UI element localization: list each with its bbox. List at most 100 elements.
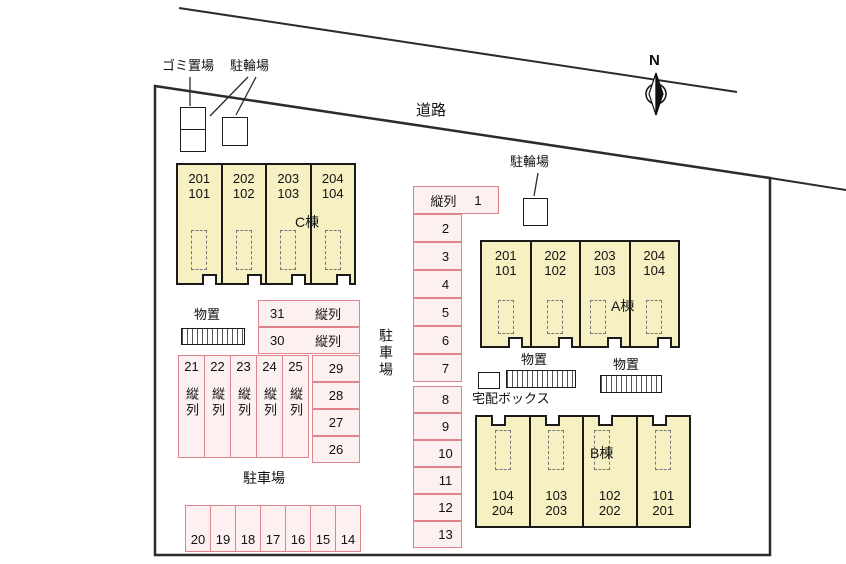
space-number: 30 (270, 333, 285, 348)
bicycle-pointer-line-2 (235, 76, 257, 116)
storage-mid-label: 物置 (521, 352, 548, 367)
stairwell-outline (655, 430, 672, 470)
space-number: 31 (270, 306, 285, 321)
entrance-notch (656, 337, 672, 348)
unit-upper: 101 (652, 488, 675, 503)
building-c-name: C棟 (295, 214, 320, 230)
storage-shed-right (600, 375, 662, 393)
delivery-box-label: 宅配ボックス (472, 391, 550, 406)
parking-space-9: 9 (413, 413, 462, 440)
entrance-notch (491, 415, 506, 426)
stairwell-outline (589, 300, 606, 334)
garbage-box (180, 107, 206, 152)
parking-space-4: 4 (413, 270, 462, 298)
bicycle-a-pointer-line (533, 172, 539, 197)
unit-upper: 204 (321, 171, 344, 186)
stairwell-outline (280, 230, 297, 270)
unit-lower: 103 (593, 263, 616, 278)
unit-lower: 203 (545, 503, 568, 518)
tandem-label: 縦列 (210, 387, 225, 419)
entrance-notch (202, 274, 217, 285)
road-label: 道路 (416, 102, 447, 119)
entrance-notch (291, 274, 306, 285)
parking-space-15: 15 (310, 505, 336, 552)
north-label: N (649, 52, 660, 69)
storage-left-label: 物置 (194, 307, 221, 322)
parking-space-7: 7 (413, 354, 462, 382)
tandem-label: 縦列 (314, 334, 341, 349)
tandem-label: 縦列 (184, 387, 199, 419)
garbage-area-label: ゴミ置場 (162, 58, 215, 73)
bicycle-rack-box-a (523, 198, 548, 226)
unit-lower: 201 (652, 503, 675, 518)
bicycle-pointer-line-1 (209, 76, 249, 117)
parking-space-26: 26 (312, 436, 360, 463)
space-number: 24 (262, 359, 277, 374)
tandem-label: 縦列 (430, 193, 457, 209)
entrance-notch (607, 337, 622, 348)
stairwell-outline (548, 430, 565, 470)
entrance-notch (557, 337, 573, 348)
parking-space-14: 14 (335, 505, 361, 552)
stairwell-outline (324, 230, 341, 270)
unit-upper: 204 (643, 248, 666, 263)
unit-lower: 104 (643, 263, 666, 278)
stairwell-outline (646, 300, 663, 334)
parking-space-10: 10 (413, 440, 462, 467)
space-number: 21 (184, 359, 199, 374)
parking-lot-side-label: 駐車場 (378, 328, 394, 379)
stairwell-outline (235, 230, 252, 270)
road-edge-upper (178, 7, 738, 93)
parking-space-2: 2 (413, 214, 462, 242)
parking-space-21: 21 縦列 (178, 355, 205, 458)
parking-space-22: 22 縦列 (204, 355, 231, 458)
stairwell-outline (497, 300, 514, 334)
entrance-notch (508, 337, 523, 348)
unit-upper: 102 (598, 488, 621, 503)
parking-space-27: 27 (312, 409, 360, 436)
entrance-notch (651, 415, 667, 426)
stairwell-outline (547, 300, 564, 334)
unit-upper: 104 (491, 488, 514, 503)
tandem-label: 縦列 (288, 387, 303, 419)
parking-space-5: 5 (413, 298, 462, 326)
parking-space-11: 11 (413, 467, 462, 494)
tandem-label: 縦列 (236, 387, 251, 419)
space-number: 22 (210, 359, 225, 374)
parking-space-8: 8 (413, 386, 462, 413)
road-edge-lower (769, 177, 846, 191)
unit-upper: 202 (232, 171, 255, 186)
unit-upper: 202 (544, 248, 567, 263)
parking-lot-bottom-label: 駐車場 (243, 470, 285, 486)
unit-lower: 204 (491, 503, 514, 518)
entrance-notch (598, 415, 613, 426)
storage-shed-left (181, 328, 245, 345)
parking-space-12: 12 (413, 494, 462, 521)
parking-space-16: 16 (285, 505, 311, 552)
bicycle-parking-top-label: 駐輪場 (230, 58, 270, 73)
parking-space-29: 29 (312, 355, 360, 382)
